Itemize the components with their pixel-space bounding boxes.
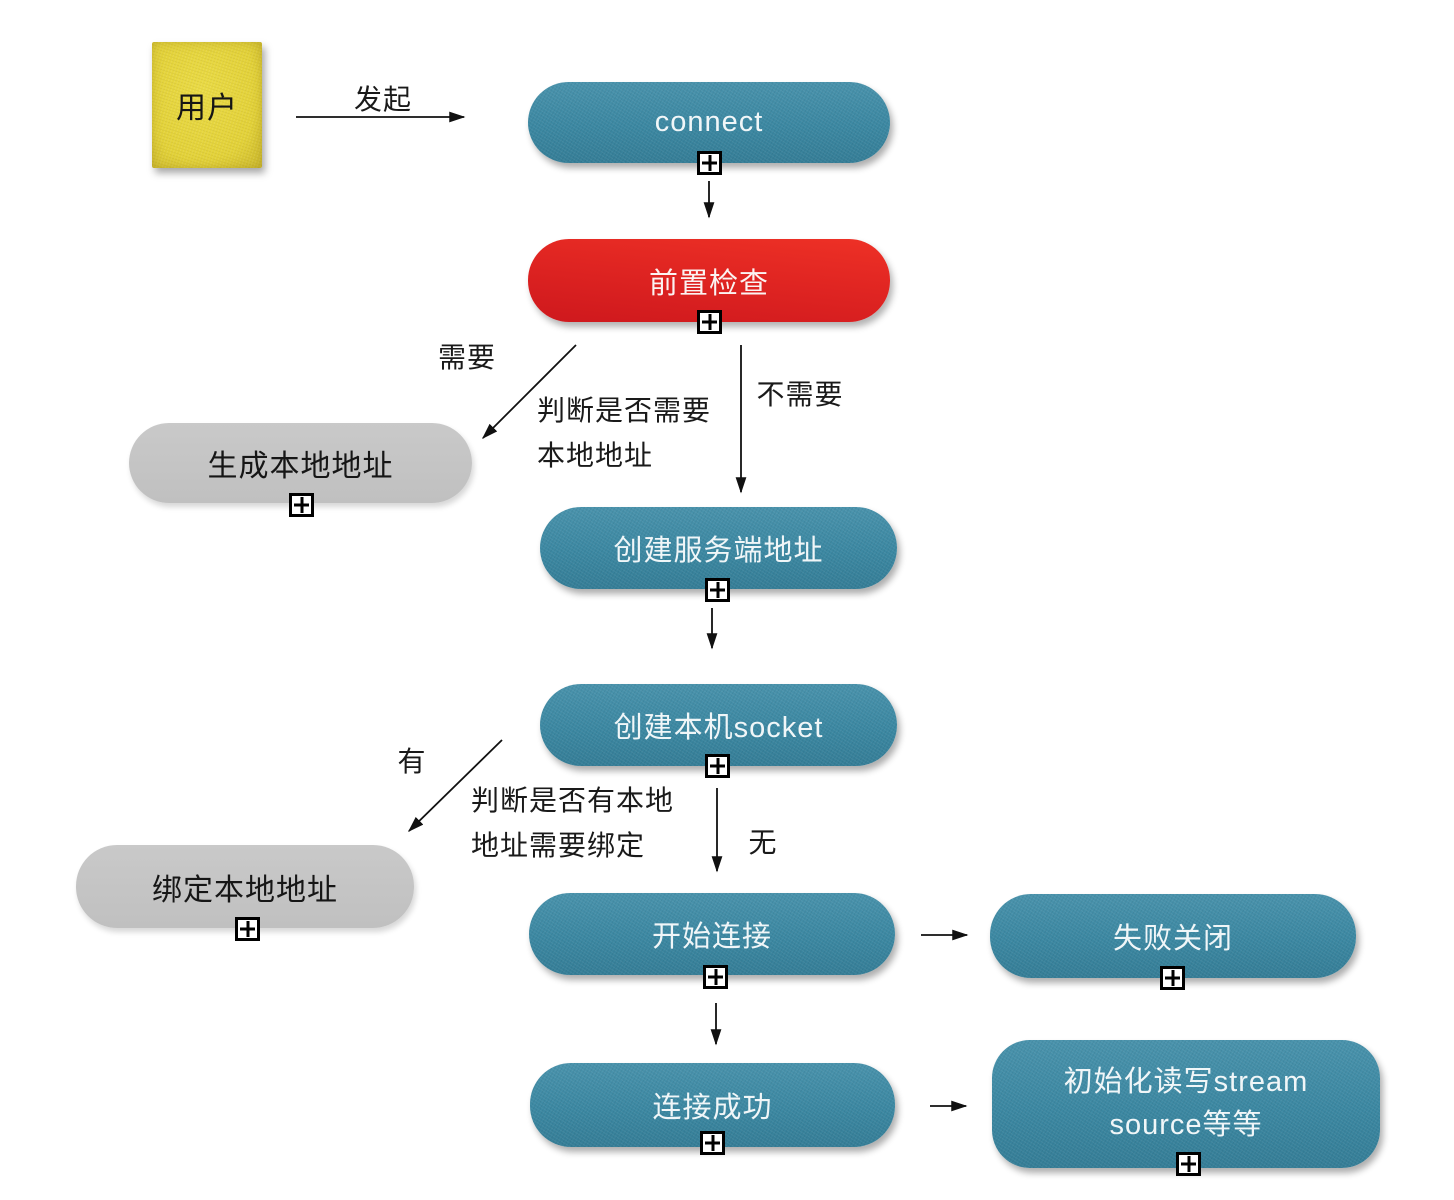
node-connect[interactable]: connect (528, 82, 890, 163)
node-user-sticky[interactable]: 用户 (152, 42, 262, 168)
node-label: connect (654, 106, 764, 138)
expand-icon-create-local-socket[interactable] (705, 754, 730, 778)
expand-icon-connect-success[interactable] (700, 1131, 725, 1155)
edge-label-has: 有 (397, 746, 427, 777)
node-label: 开始连接 (651, 921, 772, 953)
annotation-line1: 判断是否有本地 (471, 785, 675, 816)
expand-icon-create-server-address[interactable] (705, 578, 730, 602)
annotation-line2: 地址需要绑定 (471, 830, 646, 861)
expand-icon-connect[interactable] (697, 151, 722, 175)
node-label: 绑定本地地址 (152, 873, 338, 907)
node-label: 用户 (176, 92, 238, 125)
node-start-connect[interactable]: 开始连接 (529, 893, 895, 975)
node-init-stream[interactable]: 初始化读写stream source等等 (992, 1040, 1380, 1168)
edge-annotation-judge-need: 判断是否需要 本地地址 (537, 388, 711, 478)
node-bind-local-address[interactable]: 绑定本地地址 (76, 845, 414, 928)
node-label: 前置检查 (648, 267, 769, 300)
annotation-line2: 本地地址 (537, 440, 654, 471)
expand-icon-start-connect[interactable] (703, 965, 728, 989)
node-label: 生成本地地址 (207, 450, 394, 483)
node-label: 创建本机socket (613, 712, 824, 744)
node-create-local-socket[interactable]: 创建本机socket (540, 684, 897, 766)
edge-annotation-judge-bind: 判断是否有本地 地址需要绑定 (471, 778, 674, 868)
node-label: 连接成功 (652, 1092, 773, 1124)
expand-icon-generate-local-address[interactable] (289, 493, 314, 517)
edge-label-no-need: 不需要 (756, 379, 844, 410)
expand-icon-fail-close[interactable] (1160, 966, 1185, 990)
annotation-line1: 判断是否需要 (537, 395, 712, 426)
node-fail-close[interactable]: 失败关闭 (990, 894, 1356, 978)
edge-label-none: 无 (748, 827, 778, 858)
node-label-line1: 初始化读写stream (1063, 1066, 1309, 1098)
expand-icon-bind-local-address[interactable] (235, 917, 260, 941)
node-generate-local-address[interactable]: 生成本地地址 (129, 423, 472, 503)
node-label: 失败关闭 (1112, 923, 1233, 955)
expand-icon-precheck[interactable] (697, 310, 722, 334)
edge-label-initiate: 发起 (353, 84, 413, 115)
node-label-line2: source等等 (1109, 1109, 1263, 1141)
node-precheck[interactable]: 前置检查 (528, 239, 890, 322)
node-create-server-address[interactable]: 创建服务端地址 (540, 507, 897, 589)
node-label: 创建服务端地址 (613, 535, 824, 567)
edge-label-need: 需要 (437, 342, 497, 373)
expand-icon-init-stream[interactable] (1176, 1152, 1201, 1176)
